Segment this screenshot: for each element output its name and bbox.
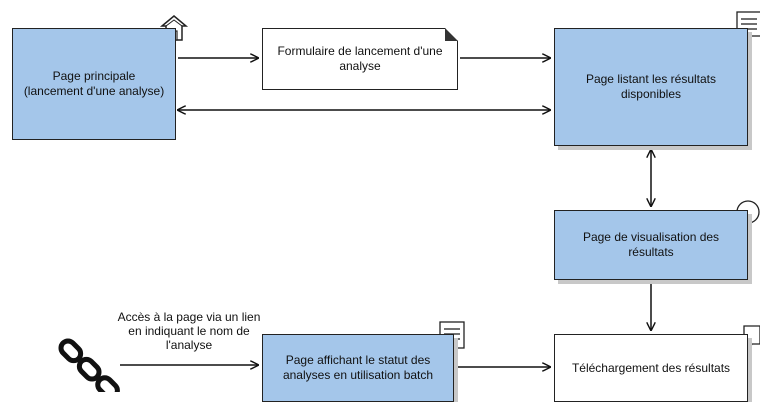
node-launch-form-label: Formulaire de lancement d'une analyse: [277, 44, 443, 73]
node-main-page-label: Page principale (lancement d'une analyse…: [23, 69, 165, 98]
node-batch-status-label: Page affichant le statut des analyses en…: [282, 353, 434, 382]
node-visualization: Page de visualisation des résultats: [554, 210, 748, 280]
edge-label-external-access-text: Accès à la page via un lien en indiquant…: [117, 310, 261, 352]
node-results-list: Page listant les résultats disponibles: [554, 28, 748, 146]
node-download-label: Téléchargement des résultats: [571, 360, 731, 375]
node-results-list-label: Page listant les résultats disponibles: [585, 72, 717, 101]
node-visualization-label: Page de visualisation des résultats: [582, 230, 720, 259]
site-navigation-diagram: Page principale (lancement d'une analyse…: [12, 11, 760, 402]
chain-link-icon: [58, 338, 120, 392]
node-launch-form: Formulaire de lancement d'une analyse: [262, 28, 458, 90]
node-batch-status: Page affichant le statut des analyses en…: [262, 334, 454, 402]
dog-ear-page-icon: [445, 28, 458, 41]
node-main-page: Page principale (lancement d'une analyse…: [12, 28, 176, 140]
edge-label-external-access: Accès à la page via un lien en indiquant…: [116, 310, 262, 352]
node-download: Téléchargement des résultats: [554, 334, 748, 402]
